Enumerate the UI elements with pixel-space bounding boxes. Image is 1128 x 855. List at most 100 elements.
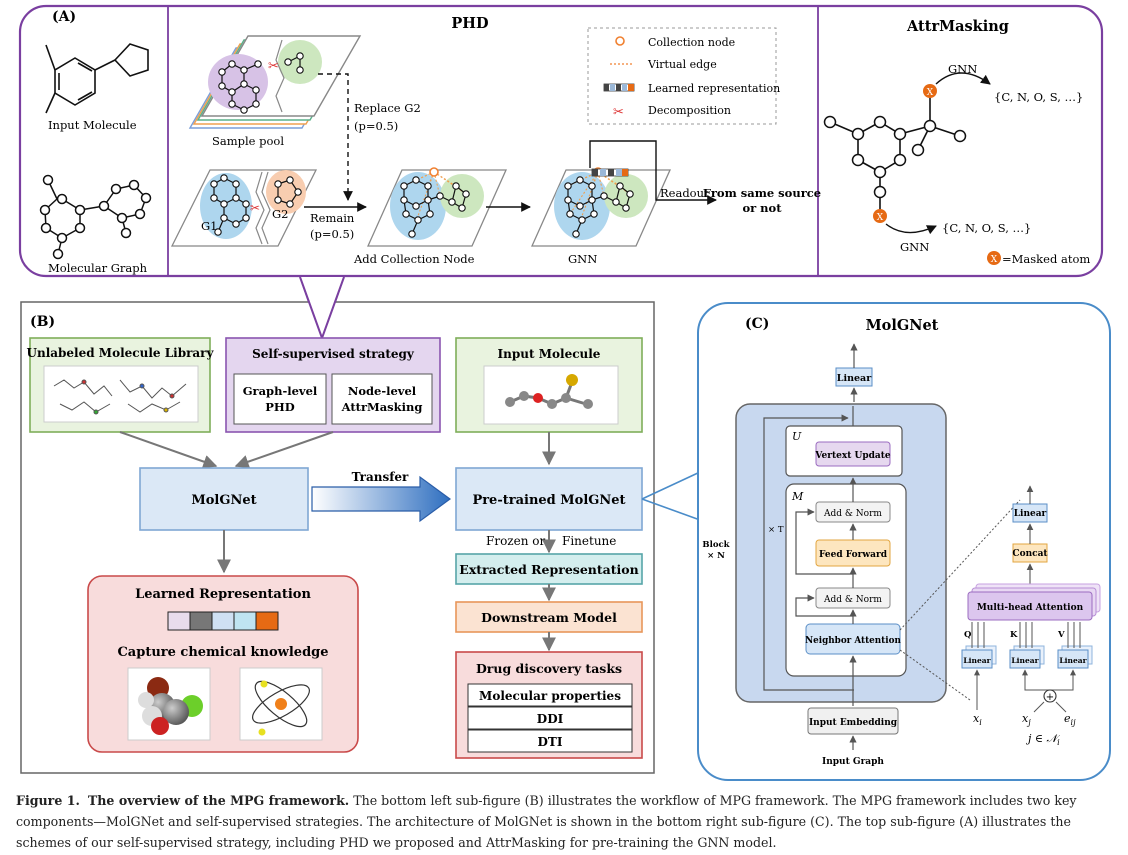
attrmasking-set-top: {C, N, O, S, …} — [994, 90, 1083, 104]
xi-label: xi — [973, 712, 982, 727]
phd-title: PHD — [451, 15, 488, 32]
add-norm-bottom-label: Add & Norm — [823, 595, 882, 605]
graph-level-line1: Graph-level — [243, 384, 318, 398]
representation-cell — [255, 611, 279, 631]
collection-node-legend-icon — [615, 36, 625, 46]
concat-label: Concat — [1012, 549, 1048, 559]
masked-atom-top-x: X — [927, 88, 934, 98]
decomposed-pair: ✂ — [170, 169, 318, 247]
learned-representation-title: Learned Representation — [135, 587, 311, 602]
atom-orbital-sketch — [252, 680, 310, 736]
legend-collection-node: Collection node — [648, 36, 735, 49]
attrmasking-graph — [823, 72, 991, 235]
message-m-label: M — [791, 490, 804, 503]
unlabeled-library-title: Unlabeled Molecule Library — [27, 346, 215, 360]
v-linear-label: Linear — [1059, 656, 1087, 665]
remain-label: Remain — [310, 211, 355, 225]
readout-label: Readout — [660, 186, 709, 200]
node-level-line2: AttrMasking — [341, 400, 423, 414]
extracted-representation-title: Extracted Representation — [459, 562, 638, 577]
sum-plus-icon: + — [1046, 692, 1054, 703]
node-level-line1: Node-level — [348, 384, 417, 398]
gnn-graph — [530, 167, 672, 247]
extracted-representation-box — [455, 553, 643, 585]
ssl-title: Self-supervised strategy — [252, 347, 415, 361]
caption-label: Figure 1. — [16, 793, 80, 808]
panel-c: (C) MolGNet Linear Block × N × T U Verte… — [697, 302, 1111, 781]
add-norm-top-label: Add & Norm — [823, 509, 882, 519]
masked-atom-bottom-x: X — [877, 213, 884, 223]
capture-knowledge-title: Capture chemical knowledge — [117, 645, 328, 660]
replace-arrow — [318, 73, 353, 201]
q-linear-label: Linear — [963, 656, 991, 665]
task-molecular-properties — [467, 683, 633, 707]
attrmasking-title: AttrMasking — [906, 18, 1009, 35]
transfer-arrow — [311, 475, 452, 523]
svg-text:✂: ✂ — [268, 59, 279, 74]
replace-p-label: (p=0.5) — [354, 119, 398, 133]
transfer-label: Transfer — [352, 470, 409, 484]
attrmasking-set-bottom: {C, N, O, S, …} — [942, 221, 1031, 235]
caption-text: The bottom left sub-figure (B) illustrat… — [16, 793, 1077, 850]
legend-decomposition: Decomposition — [648, 104, 731, 117]
downstream-model-box — [455, 601, 643, 633]
block-n-label: × N — [707, 551, 725, 561]
update-u-label: U — [792, 430, 802, 443]
gnn-label: GNN — [568, 252, 597, 266]
input-molecule-drawing — [45, 43, 149, 114]
molgnet-title: MolGNet — [191, 493, 256, 508]
k-label: K — [1010, 630, 1018, 640]
masked-atom-bottom-icon — [873, 209, 887, 223]
finetune-label: Finetune — [562, 534, 616, 548]
panel-a-label: (A) — [52, 9, 76, 25]
pretrained-molgnet-box — [455, 467, 643, 531]
masked-atom-legend-x: X — [991, 255, 998, 265]
xj-label: xj — [1022, 712, 1031, 727]
g1-label: G1 — [201, 219, 218, 233]
masked-atom-legend-icon — [987, 251, 1001, 265]
attrmasking-gnn-bottom: GNN — [900, 240, 929, 254]
pretrained-molgnet-title: Pre-trained MolGNet — [472, 493, 625, 508]
vertex-update-box — [815, 441, 891, 467]
learned-representation-bar — [167, 611, 279, 631]
caption-bold: The overview of the MPG framework. — [87, 793, 350, 808]
panel-b-label: (B) — [30, 314, 55, 330]
neighbor-attention-label: Neighbor Attention — [805, 636, 901, 646]
node-level-attrmasking-box — [331, 373, 433, 425]
input-graph-label: Input Graph — [822, 757, 884, 767]
from-same-source-line2: or not — [742, 201, 782, 215]
legend-virtual-edge: Virtual edge — [647, 58, 717, 71]
input-embedding-box — [807, 707, 899, 735]
input-molecule-image — [483, 365, 619, 425]
masked-atom-top-icon — [923, 84, 937, 98]
representation-cell — [233, 611, 257, 631]
graph-level-line2: PHD — [265, 400, 295, 414]
input-molecule-3d-sketch — [505, 374, 593, 409]
feed-forward-label: Feed Forward — [819, 550, 888, 560]
task-ddi — [467, 706, 633, 730]
molgnet-box — [139, 467, 309, 531]
learned-representation-legend-icon — [603, 83, 635, 92]
representation-cell — [211, 611, 235, 631]
output-linear-label: Linear — [837, 373, 872, 384]
attention-output-linear-label: Linear — [1014, 509, 1047, 519]
eij-label: eij — [1064, 712, 1076, 727]
q-label: Q — [964, 630, 972, 640]
multi-head-attention-stack — [967, 583, 1101, 621]
phd-legend: ✂ Collection node Virtual edge Learned r… — [587, 27, 780, 125]
block-label: Block — [702, 540, 730, 550]
input-molecule-label: Input Molecule — [48, 118, 137, 132]
from-same-source-line1: From same source — [703, 186, 821, 200]
task-ddi-label: DDI — [537, 712, 564, 726]
panel-c-label: (C) — [745, 316, 769, 332]
figure-caption: Figure 1. The overview of the MPG framew… — [16, 790, 1116, 853]
frozen-or-label: Frozen or — [486, 534, 545, 548]
vertex-update-label: Vertext Update — [814, 451, 891, 461]
representation-cell — [167, 611, 191, 631]
molecular-graph-drawing — [39, 174, 152, 260]
qkv-linear-stacks — [961, 645, 1093, 669]
drug-tasks-title: Drug discovery tasks — [476, 661, 622, 676]
task-molecular-properties-label: Molecular properties — [479, 689, 621, 703]
graph-level-phd-box — [233, 373, 327, 425]
